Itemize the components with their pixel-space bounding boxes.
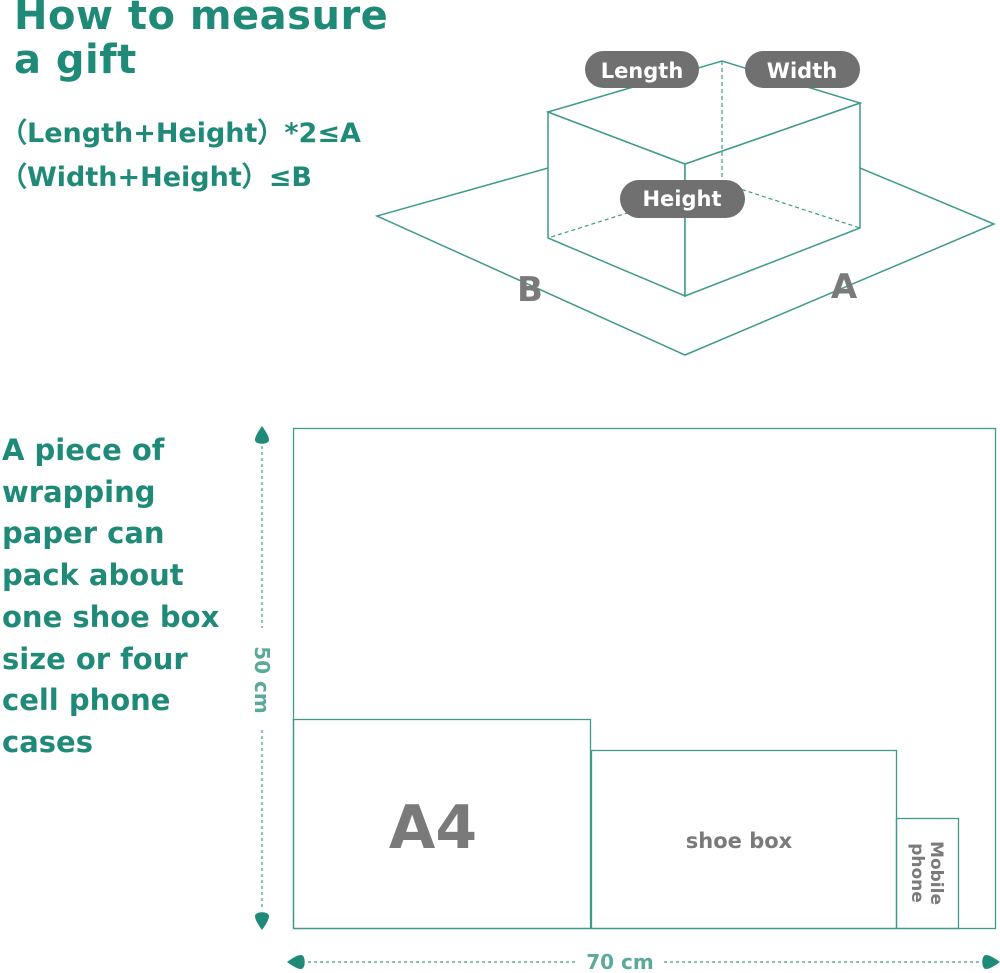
dimension-marker-left — [287, 955, 305, 969]
width-dimension-label: 70 cm — [586, 950, 654, 973]
a4-label: A4 — [389, 793, 477, 863]
wrapping-paper-description: A piece of wrapping paper can pack about… — [2, 430, 242, 764]
height-pill: Height — [620, 180, 745, 218]
description-line: A piece of — [2, 433, 165, 467]
description-line: cases — [2, 724, 93, 759]
dimension-marker-right — [982, 955, 1000, 969]
formula-length: （Length+Height）*2≤A — [0, 118, 361, 149]
description-line: pack about — [2, 558, 184, 593]
dimension-marker-top — [255, 426, 269, 444]
mobile-label-line-1: Mobile — [926, 841, 946, 905]
description-line: size or four — [2, 641, 188, 676]
gift-box — [545, 60, 863, 298]
description-line: cell phone — [2, 683, 171, 718]
width-dimension: 70 cm — [287, 950, 1000, 973]
description-line: wrapping — [2, 474, 156, 509]
dimension-marker-bottom — [255, 912, 269, 930]
shoe-box-label: shoe box — [686, 829, 793, 853]
sheet-label-b: B — [517, 270, 543, 310]
a4-sheet: A4 — [292, 718, 592, 930]
shoe-box: shoe box — [590, 749, 898, 930]
width-pill: Width — [745, 51, 860, 88]
title-line-1: How to measure — [14, 0, 389, 39]
height-dimension: 50 cm — [250, 426, 274, 930]
description-line: paper can — [2, 516, 165, 551]
description-line: one shoe box — [2, 599, 220, 634]
page-title: How to measure a gift — [14, 0, 388, 82]
length-pill: Length — [585, 51, 699, 88]
mobile-phone: Mobile phone — [895, 817, 960, 930]
height-label: Height — [642, 187, 721, 211]
title-line-2: a gift — [14, 37, 137, 83]
length-label: Length — [601, 59, 684, 83]
sheet-label-a: A — [831, 267, 858, 307]
width-label: Width — [767, 59, 837, 83]
mobile-label-line-2: phone — [907, 843, 927, 903]
wrapping-sheet — [374, 167, 996, 356]
height-dimension-label: 50 cm — [250, 646, 274, 714]
formula-width: （Width+Height）≤B — [0, 162, 312, 193]
